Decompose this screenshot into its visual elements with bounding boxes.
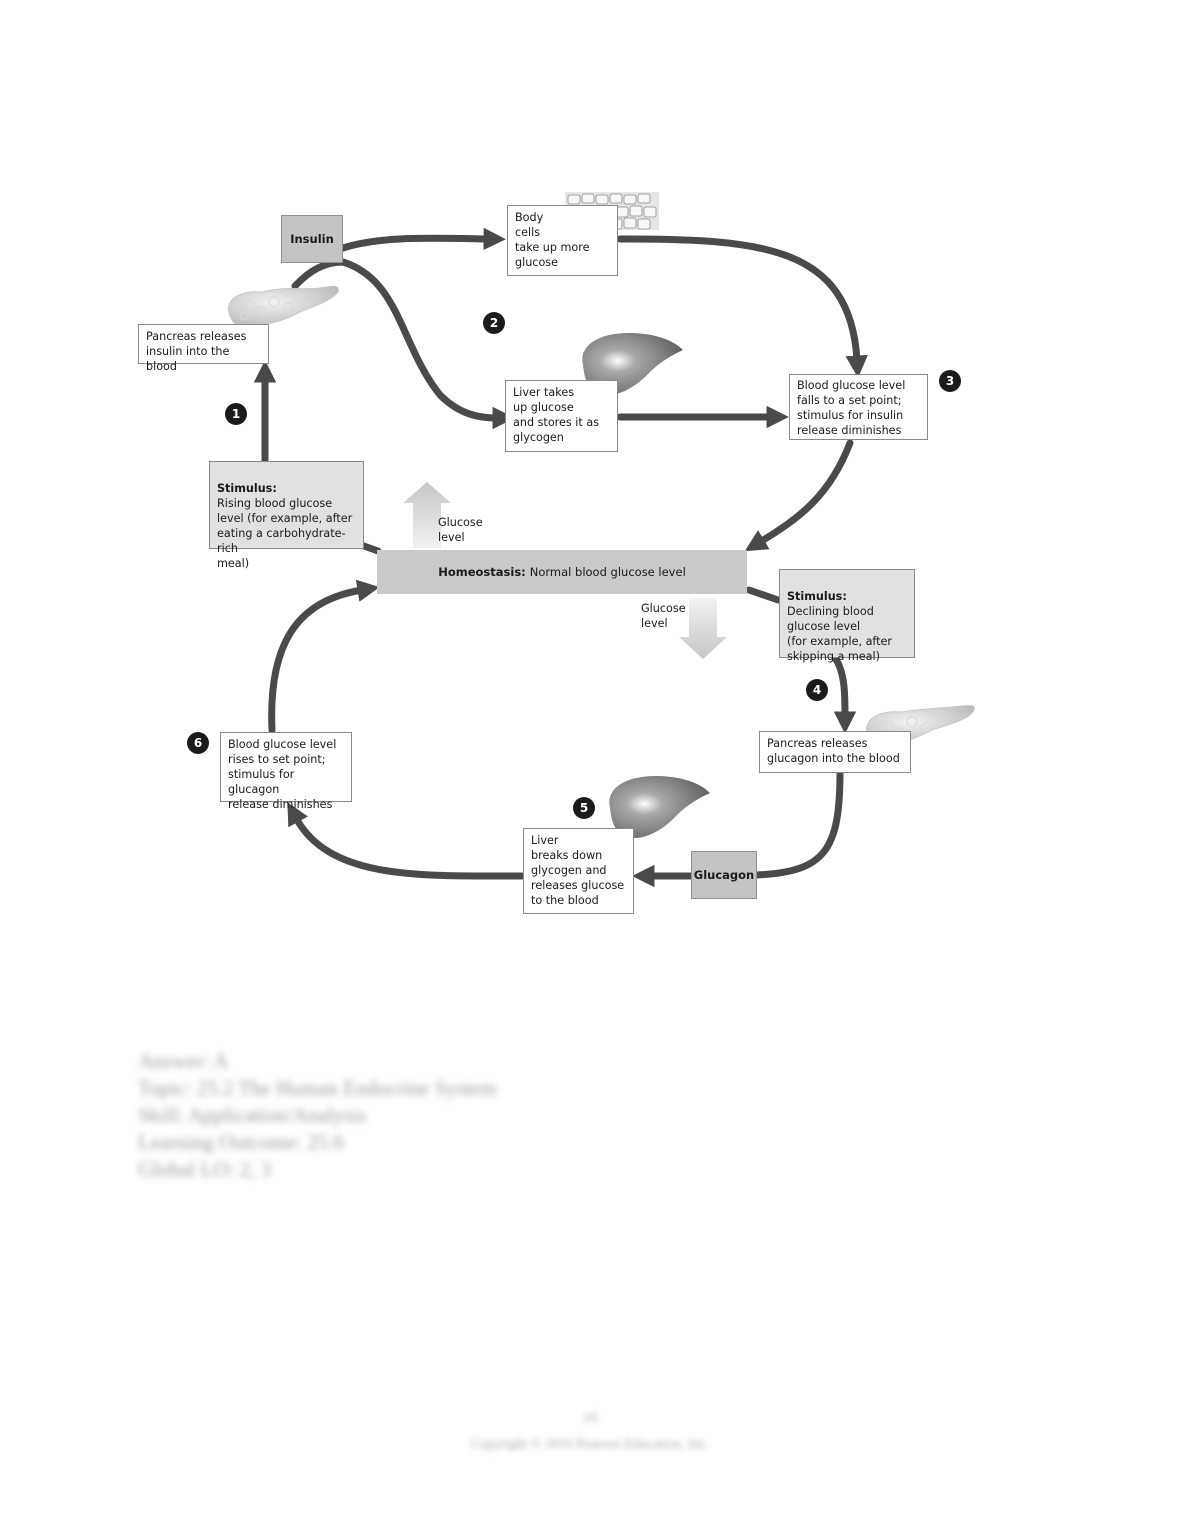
body-cells-box: Body cells take up more glucose (507, 205, 618, 276)
liver-image-top (582, 332, 683, 395)
homeostasis-bar: Homeostasis:Normal blood glucose level (377, 550, 747, 594)
homeostasis-text: Normal blood glucose level (529, 565, 686, 579)
footer-answer: Answer: A (138, 1049, 229, 1073)
liver-stores-glycogen-box: Liver takes up glucose and stores it as … (505, 380, 618, 452)
arrow-pancreas-curve (291, 258, 347, 290)
stimulus-declining-text: Declining blood glucose level (for examp… (787, 605, 893, 663)
stimulus-declining-box: Stimulus: Declining blood glucose level (… (779, 569, 915, 663)
copyright-notice: Copyright © 2016 Pearson Education, Inc. (470, 1437, 710, 1452)
step-1-marker: 1 (225, 403, 247, 425)
step-4-marker: 4 (806, 679, 828, 701)
step-3-marker: 3 (939, 370, 961, 392)
glucose-up-arrow (403, 482, 451, 548)
footer-learning-outcome: Learning Outcome: 25.6 (138, 1130, 344, 1154)
arrow-rises-to-homeostasis (268, 579, 380, 734)
pancreas-releases-insulin-box: Pancreas releases insulin into the blood (138, 324, 269, 373)
footer-topic: Topic: 25.2 The Human Endocrine System (138, 1076, 497, 1100)
insulin-label: Insulin (281, 215, 343, 263)
glucose-down-arrow (679, 598, 727, 659)
arrow-declining-to-pancreas (831, 654, 857, 734)
question-metadata: Answer: A Topic: 25.2 The Human Endocrin… (138, 1048, 497, 1183)
liver-image-bottom (609, 775, 710, 838)
arrow-set-point-to-homeostasis (744, 439, 854, 552)
glucose-rises-set-point-box: Blood glucose level rises to set point; … (220, 732, 352, 811)
arrow-homeostasis-to-declining (745, 586, 782, 604)
stimulus-rising-title: Stimulus: (217, 482, 277, 495)
glucose-down-label: Glucose level (641, 602, 686, 630)
arrow-pancreas-to-glucagon (753, 768, 844, 879)
pancreas-image-top (227, 285, 339, 327)
footer-skill: Skill: Application/Analysis (138, 1103, 367, 1127)
glucose-falls-set-point-box: Blood glucose level falls to a set point… (789, 374, 928, 440)
stimulus-rising-text: Rising blood glucose level (for example,… (217, 497, 353, 570)
arrow-homeostasis-to-stimulus (360, 542, 382, 555)
arrow-insulin-to-liver (339, 258, 515, 430)
step-6-marker: 6 (187, 732, 209, 754)
stimulus-rising-box: Stimulus: Rising blood glucose level (for… (209, 461, 364, 570)
arrow-insulin-to-body-cells (339, 227, 506, 252)
page-number: 16 (582, 1410, 598, 1426)
stimulus-declining-title: Stimulus: (787, 590, 847, 603)
step-5-marker: 5 (573, 797, 595, 819)
glucagon-label: Glucagon (691, 851, 757, 899)
glucose-up-label: Glucose level (438, 516, 483, 544)
arrow-body-cells-to-set-point (616, 235, 868, 378)
footer-global-lo: Global LO: 2, 3 (138, 1157, 271, 1181)
homeostasis-bold: Homeostasis: (438, 565, 526, 579)
liver-breaks-down-box: Liver breaks down glycogen and releases … (523, 828, 634, 914)
pancreas-releases-glucagon-box: Pancreas releases glucagon into the bloo… (759, 731, 911, 773)
step-2-marker: 2 (483, 312, 505, 334)
arrow-liver-to-rises (287, 802, 526, 880)
